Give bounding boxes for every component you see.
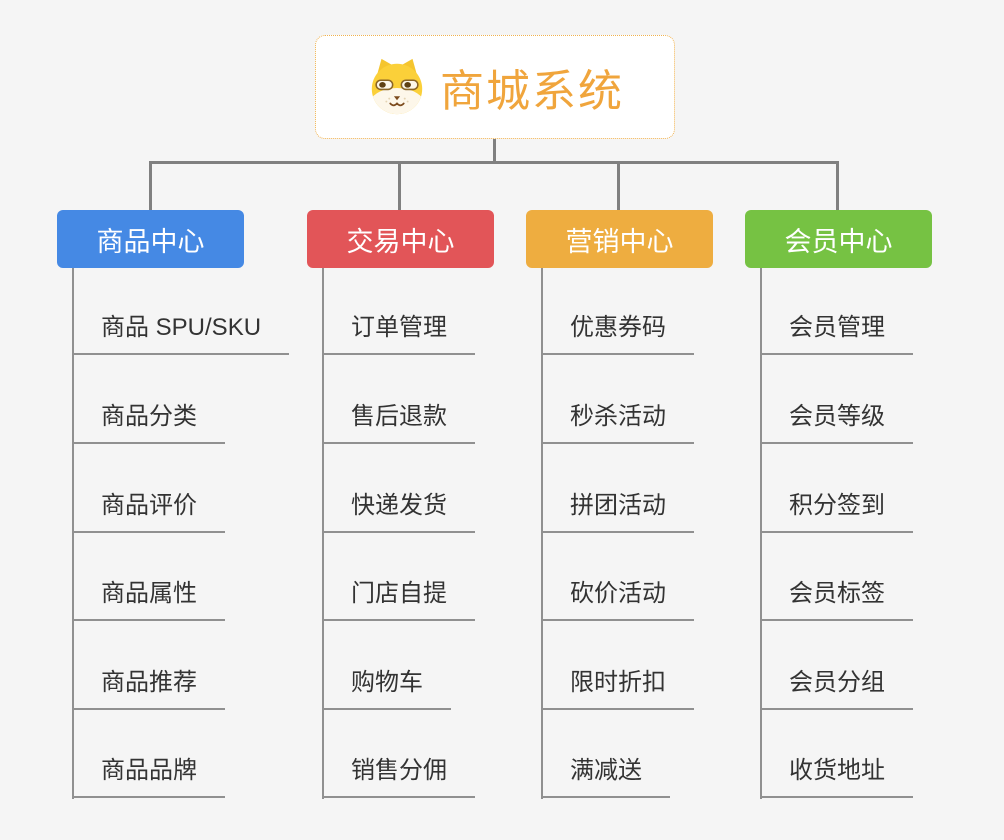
leaf-node[interactable]: 会员管理 [760,312,913,355]
leaf-node[interactable]: 售后退款 [322,401,475,444]
leaf-node[interactable]: 商品推荐 [72,667,225,710]
connector-rail [149,161,839,164]
branch-node-trade-center[interactable]: 交易中心 [307,210,494,268]
leaf-node[interactable]: 快递发货 [322,490,475,533]
leaf-node[interactable]: 销售分佣 [322,755,475,798]
leaf-node[interactable]: 积分签到 [760,490,913,533]
connector-drop-member [836,161,839,210]
connector-drop-marketing [617,161,620,210]
leaf-column-marketing: 优惠券码 秒杀活动 拼团活动 砍价活动 限时折扣 满减送 [541,268,771,799]
leaf-node[interactable]: 门店自提 [322,578,475,621]
leaf-node[interactable]: 商品 SPU/SKU [72,312,290,355]
leaf-node[interactable]: 砍价活动 [541,578,694,621]
leaf-node[interactable]: 满减送 [541,755,670,798]
leaf-node[interactable]: 商品属性 [72,578,225,621]
leaf-node[interactable]: 会员分组 [760,667,913,710]
leaf-node[interactable]: 订单管理 [322,312,475,355]
connector-drop-product [149,161,152,210]
leaf-column-member: 会员管理 会员等级 积分签到 会员标签 会员分组 收货地址 [760,268,990,799]
leaf-node[interactable]: 会员标签 [760,578,913,621]
leaf-node[interactable]: 限时折扣 [541,667,694,710]
branch-node-member-center[interactable]: 会员中心 [745,210,932,268]
leaf-node[interactable]: 商品品牌 [72,755,225,798]
leaf-node[interactable]: 优惠券码 [541,312,694,355]
leaf-node[interactable]: 商品分类 [72,401,225,444]
branch-node-product-center[interactable]: 商品中心 [57,210,244,268]
leaf-node[interactable]: 购物车 [322,667,451,710]
branch-node-marketing-center[interactable]: 营销中心 [526,210,713,268]
leaf-column-product: 商品 SPU/SKU 商品分类 商品评价 商品属性 商品推荐 商品品牌 [72,268,302,799]
leaf-node[interactable]: 拼团活动 [541,490,694,533]
dog-face-icon [366,56,428,118]
leaf-node[interactable]: 收货地址 [760,755,913,798]
leaf-node[interactable]: 秒杀活动 [541,401,694,444]
connector-root-stub [493,139,496,162]
leaf-node[interactable]: 会员等级 [760,401,913,444]
root-node[interactable]: 商城系统 [315,35,675,139]
connector-drop-trade [398,161,401,210]
leaf-node[interactable]: 商品评价 [72,490,225,533]
root-title: 商城系统 [440,67,624,116]
leaf-column-trade: 订单管理 售后退款 快递发货 门店自提 购物车 销售分佣 [322,268,552,799]
